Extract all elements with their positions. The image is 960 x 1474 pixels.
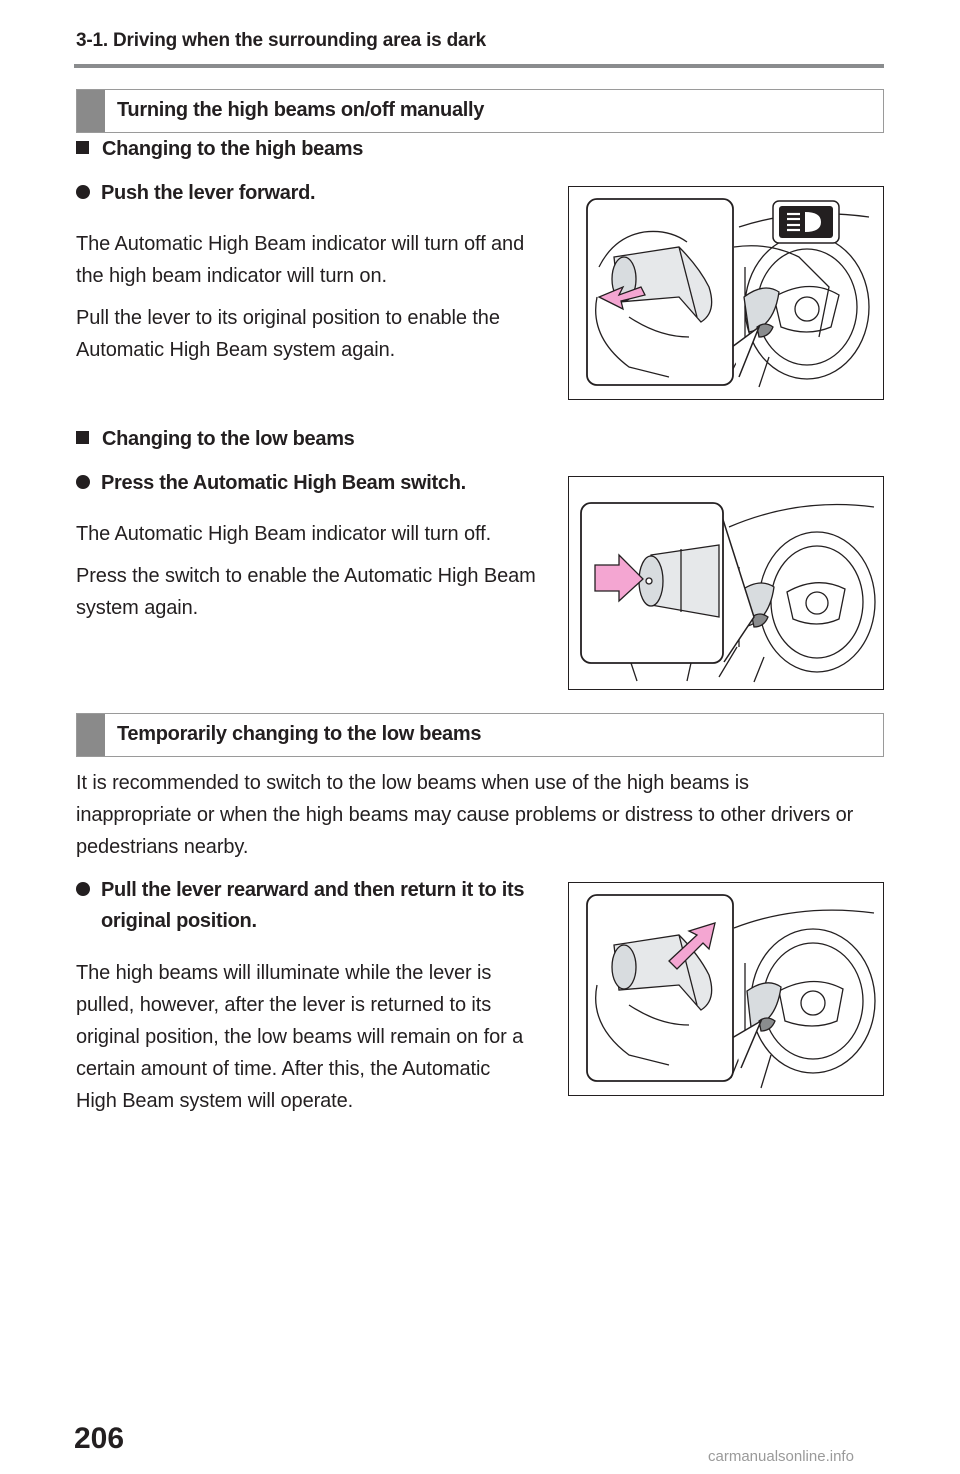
section-title-label: Turning the high beams on/off manually: [117, 99, 485, 121]
bullet-press-switch: Press the Automatic High Beam switch.: [76, 468, 552, 499]
subheading-low-beams: Changing to the low beams: [76, 428, 355, 451]
square-bullet-icon: [76, 431, 89, 444]
bullet-label-line1: Pull the lever rearward and then return …: [101, 879, 525, 901]
pull-direction-arrow-icon: [668, 922, 716, 970]
push-direction-arrow-icon: [597, 285, 646, 311]
figure-pull-lever-rearward: [568, 882, 884, 1096]
running-head: 3-1. Driving when the surrounding area i…: [76, 30, 486, 51]
paragraph-pull-lever-original: Pull the lever to its original position …: [76, 307, 500, 361]
section-title-bar: [77, 90, 105, 132]
paragraph-indicator-off: The Automatic High Beam indicator will t…: [76, 523, 492, 545]
square-bullet-icon: [76, 141, 89, 154]
figure-press-auto-high-beam-switch: [568, 476, 884, 690]
high-beam-indicator-icon: [772, 200, 840, 244]
watermark: carmanualsonline.info: [708, 1448, 854, 1465]
section-title-bar: [77, 714, 105, 756]
illustration-lever-rearward: [586, 894, 876, 1089]
bullet-pull-lever-rearward: Pull the lever rearward and then return …: [76, 875, 556, 937]
round-bullet-icon: [76, 185, 90, 199]
round-bullet-icon: [76, 882, 90, 896]
paragraph-high-beams-illuminate: The high beams will illuminate while the…: [76, 962, 524, 1112]
section-title-temporary-low-beams: Temporarily changing to the low beams: [76, 713, 884, 757]
subheading-label: Changing to the low beams: [102, 428, 355, 450]
illustration-lever-forward: [586, 198, 870, 388]
figure-push-lever-forward: [568, 186, 884, 400]
bullet-label: Press the Automatic High Beam switch.: [101, 472, 466, 494]
paragraph-recommendation: It is recommended to switch to the low b…: [76, 772, 854, 858]
section-title-label: Temporarily changing to the low beams: [117, 723, 482, 745]
round-bullet-icon: [76, 475, 90, 489]
bullet-label-line2: original position.: [101, 910, 257, 932]
paragraph-indicator-high: The Automatic High Beam indicator will t…: [76, 233, 525, 287]
section-title-high-beams-manual: Turning the high beams on/off manually: [76, 89, 884, 133]
illustration-press-switch: [580, 502, 876, 683]
press-direction-arrow-icon: [594, 553, 644, 603]
bullet-label: Push the lever forward.: [101, 182, 316, 204]
header-rule: [74, 64, 884, 68]
page-number: 206: [74, 1422, 125, 1455]
subheading-label: Changing to the high beams: [102, 138, 364, 160]
subheading-high-beams: Changing to the high beams: [76, 138, 363, 161]
bullet-push-lever: Push the lever forward.: [76, 178, 546, 209]
paragraph-press-switch-again: Press the switch to enable the Automatic…: [76, 565, 536, 619]
